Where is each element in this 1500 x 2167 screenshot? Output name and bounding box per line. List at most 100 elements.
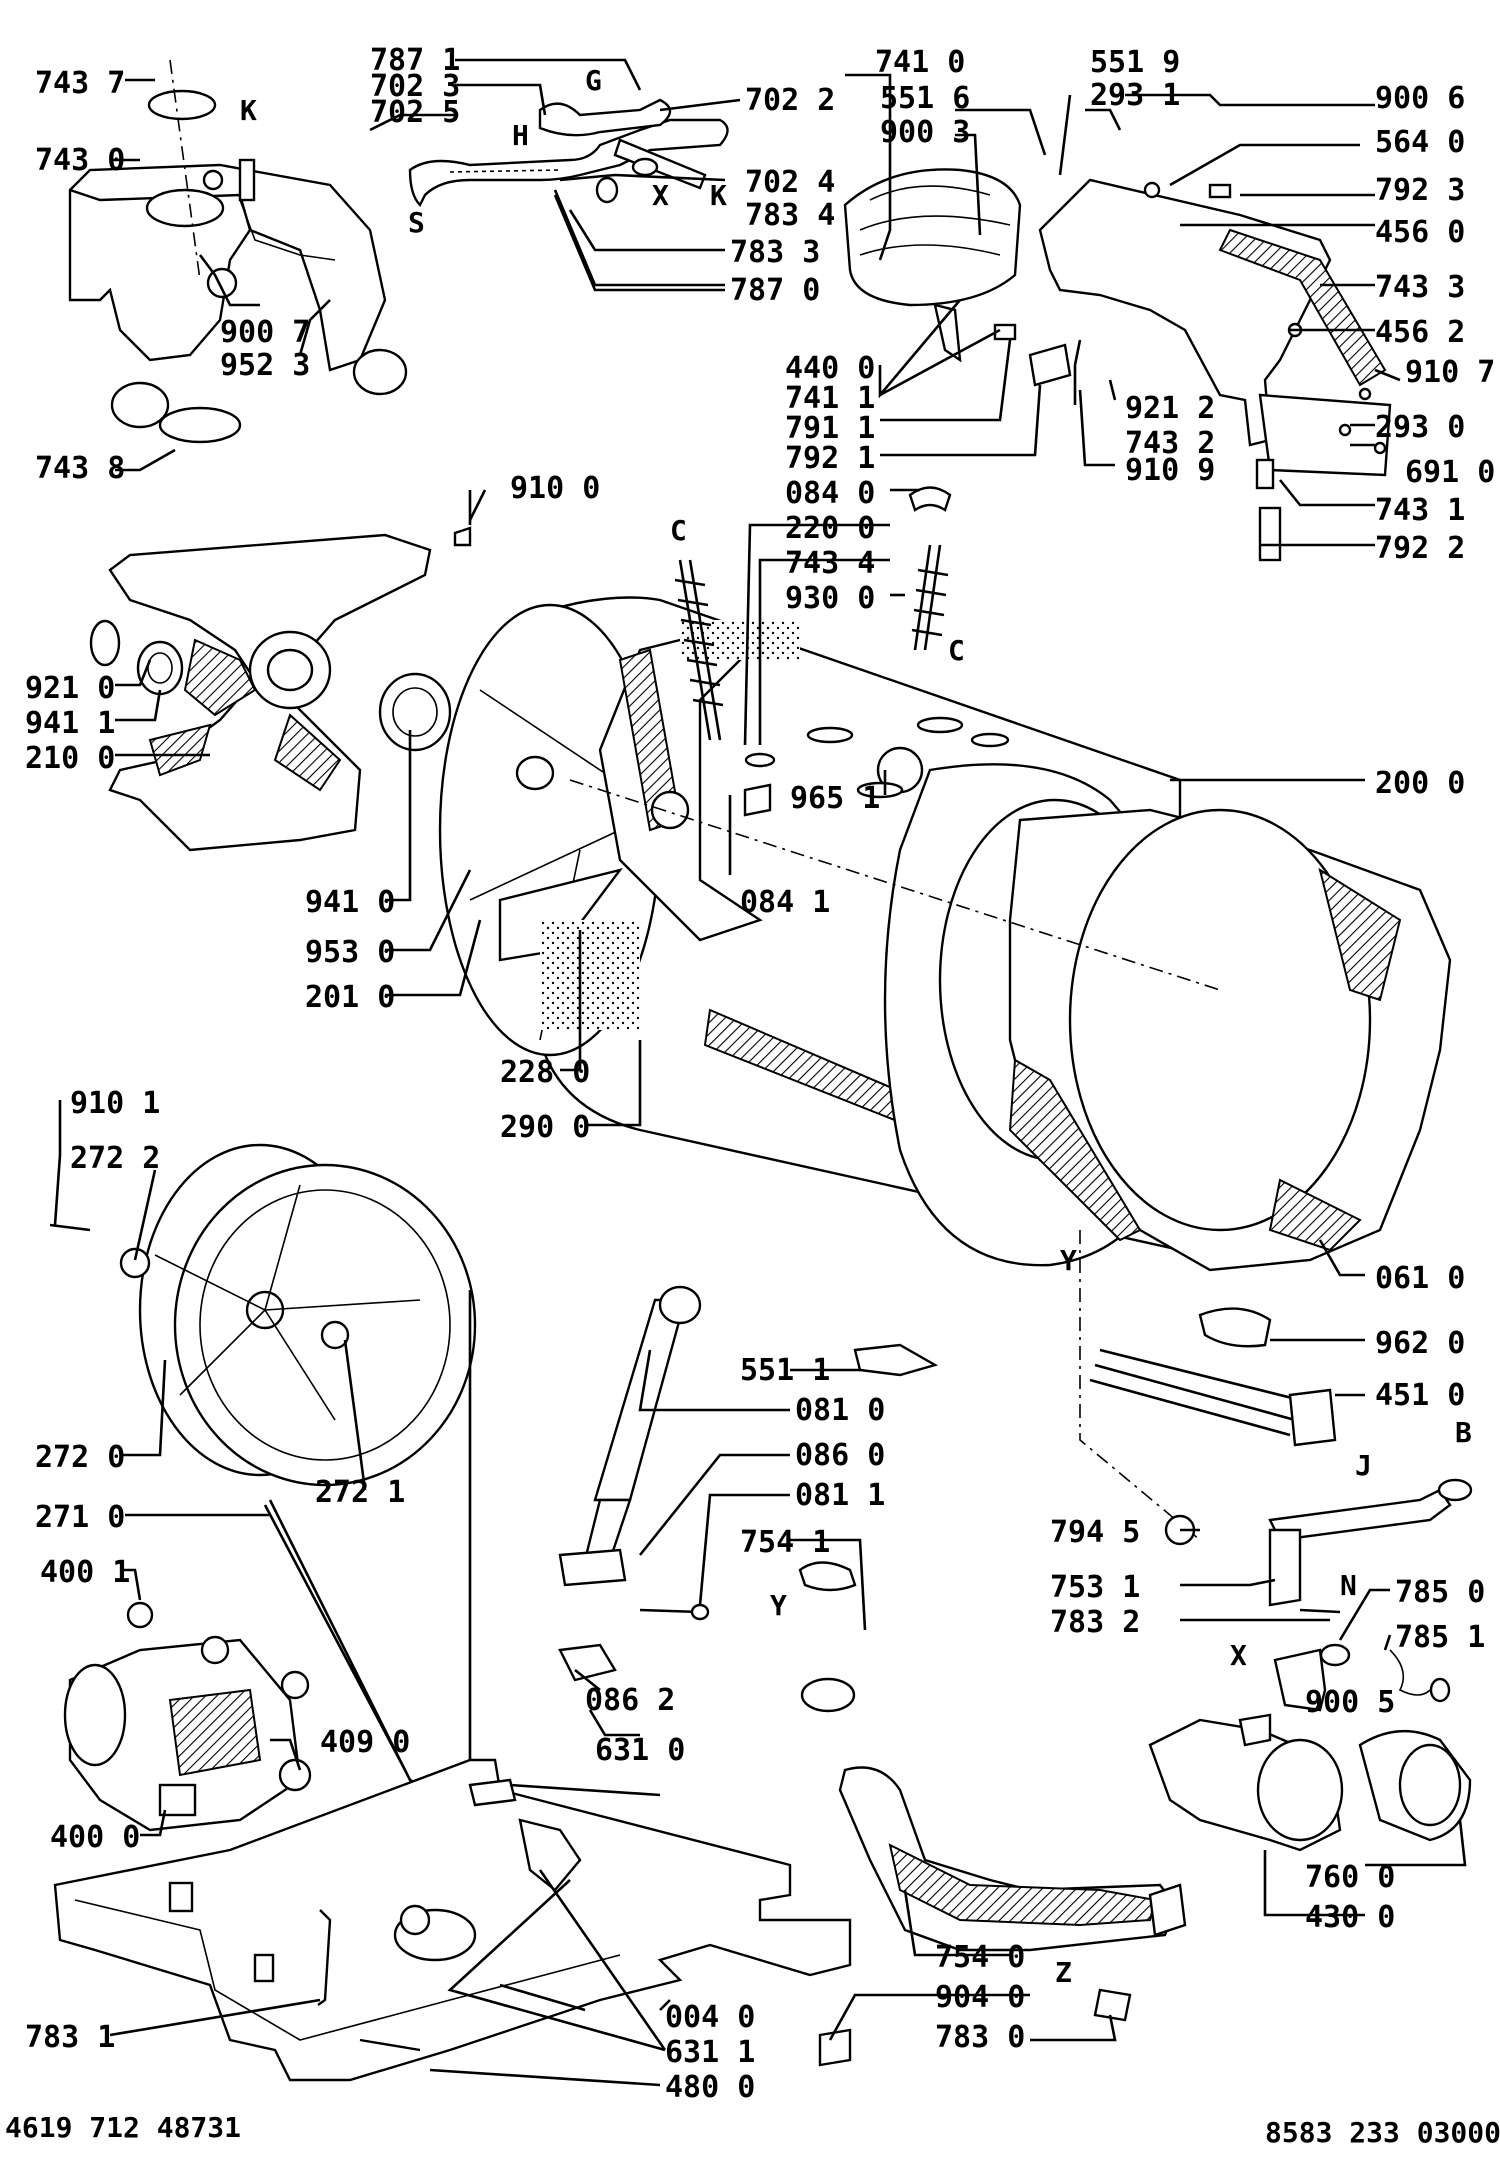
- part-label: 228 0: [500, 1055, 590, 1090]
- part-label: 691 0: [1405, 455, 1495, 490]
- part-label: 084 0: [785, 476, 875, 511]
- part-label: 201 0: [305, 980, 395, 1015]
- motor-icon: [63, 1601, 312, 1832]
- part-label: 791 1: [785, 411, 875, 446]
- part-label: 081 0: [795, 1393, 885, 1428]
- part-label: 456 0: [1375, 215, 1465, 250]
- part-label: 200 0: [1375, 766, 1465, 801]
- part-label: 741 1: [785, 381, 875, 416]
- part-label: 451 0: [1375, 1378, 1465, 1413]
- part-label: 941 0: [305, 885, 395, 920]
- part-label: 743 7: [35, 66, 125, 101]
- letter-callout: C: [670, 514, 687, 547]
- part-label: 631 1: [665, 2035, 755, 2070]
- base-plate-icon: [53, 1758, 852, 2082]
- part-label: 743 0: [35, 143, 125, 178]
- letter-callout: Z: [1055, 1956, 1072, 1989]
- part-label: 081 1: [795, 1478, 885, 1513]
- letter-callout: Y: [1060, 1244, 1077, 1277]
- part-label: 743 3: [1375, 270, 1465, 305]
- part-label: 783 1: [25, 2020, 115, 2055]
- letter-callout: Y: [770, 1589, 787, 1622]
- part-label: 084 1: [740, 885, 830, 920]
- part-label: 754 1: [740, 1525, 830, 1560]
- part-label: 210 0: [25, 741, 115, 776]
- part-label: 293 1: [1090, 78, 1180, 113]
- part-label: 783 0: [935, 2020, 1025, 2055]
- part-label: 900 3: [880, 115, 970, 150]
- part-label: 272 1: [315, 1475, 405, 1510]
- part-label: 293 0: [1375, 410, 1465, 445]
- part-label: 900 7: [220, 315, 310, 350]
- part-label: 952 3: [220, 348, 310, 383]
- part-labels: 743 7 743 0 743 8 900 7 952 3 787 1 702 …: [25, 43, 1495, 2105]
- part-label: 910 1: [70, 1086, 160, 1121]
- part-label: 743 4: [785, 546, 875, 581]
- part-label: 702 4: [745, 165, 835, 200]
- part-label: 785 1: [1395, 1620, 1485, 1655]
- leader-lines: [53, 58, 1467, 2087]
- part-label: 753 1: [1050, 1570, 1140, 1605]
- part-label: 783 4: [745, 198, 835, 233]
- part-label: 004 0: [665, 2000, 755, 2035]
- part-label: 760 0: [1305, 1860, 1395, 1895]
- part-label: 271 0: [35, 1500, 125, 1535]
- detergent-housing-icon: [68, 59, 408, 444]
- part-label: 551 1: [740, 1353, 830, 1388]
- part-label: 910 0: [510, 471, 600, 506]
- letter-callout: B: [1455, 1416, 1472, 1449]
- letter-callout: X: [1230, 1639, 1247, 1672]
- part-label: 400 1: [40, 1555, 130, 1590]
- part-label: 787 1: [370, 43, 460, 78]
- part-label: 743 8: [35, 451, 125, 486]
- part-label: 792 2: [1375, 531, 1465, 566]
- part-label: 086 0: [795, 1438, 885, 1473]
- part-label: 272 2: [70, 1141, 160, 1176]
- part-label: 910 7: [1405, 355, 1495, 390]
- drum-assembly-icon: [438, 596, 1452, 1541]
- drawing-number-left: 4619 712 48731: [5, 2111, 241, 2144]
- part-label: 910 9: [1125, 453, 1215, 488]
- part-label: 783 3: [730, 235, 820, 270]
- part-label: 783 2: [1050, 1605, 1140, 1640]
- part-label: 409 0: [320, 1725, 410, 1760]
- part-label: 965 1: [790, 781, 880, 816]
- letter-callout: C: [948, 634, 965, 667]
- letter-callout: K: [710, 179, 727, 212]
- drawing-number-right: 8583 233 03000: [1265, 2116, 1500, 2149]
- part-label: 551 6: [880, 81, 970, 116]
- part-label: 741 0: [875, 45, 965, 80]
- part-label: 900 5: [1305, 1685, 1395, 1720]
- part-label: 794 5: [1050, 1515, 1140, 1550]
- letter-callout: X: [652, 179, 669, 212]
- letter-callout: S: [408, 206, 425, 239]
- part-label: 792 3: [1375, 173, 1465, 208]
- part-label: 702 3: [370, 69, 460, 104]
- part-label: 785 0: [1395, 1575, 1485, 1610]
- part-label: 272 0: [35, 1440, 125, 1475]
- part-label: 904 0: [935, 1980, 1025, 2015]
- part-label: 456 2: [1375, 315, 1465, 350]
- pulley-wheel-icon: [49, 1143, 477, 1790]
- part-label: 921 2: [1125, 391, 1215, 426]
- drain-pump-icon: [798, 1561, 1472, 2067]
- inlet-hose-icon: [408, 98, 729, 208]
- part-label: 787 0: [730, 273, 820, 308]
- part-label: 792 1: [785, 441, 875, 476]
- letter-callout: N: [1340, 1569, 1357, 1602]
- part-label: 941 1: [25, 706, 115, 741]
- part-label: 702 5: [370, 95, 460, 130]
- part-label: 430 0: [1305, 1900, 1395, 1935]
- shock-absorber-icon: [558, 1285, 939, 1682]
- part-label: 290 0: [500, 1110, 590, 1145]
- part-label: 754 0: [935, 1940, 1025, 1975]
- suspension-spring-icon: [674, 486, 952, 741]
- part-label: 551 9: [1090, 45, 1180, 80]
- part-label: 743 2: [1125, 426, 1215, 461]
- letter-callout: J: [1355, 1449, 1372, 1482]
- letter-callout: H: [512, 119, 529, 152]
- part-label: 953 0: [305, 935, 395, 970]
- part-label: 480 0: [665, 2070, 755, 2105]
- part-label: 702 2: [745, 83, 835, 118]
